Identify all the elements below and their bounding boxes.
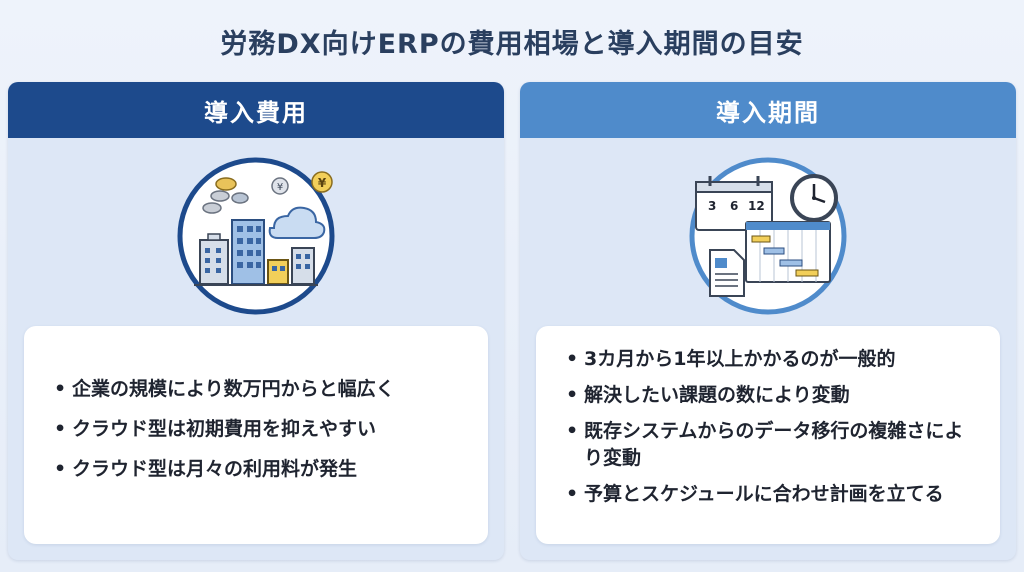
coin-icon bbox=[231, 192, 249, 204]
coin-icon bbox=[210, 190, 230, 202]
calendar-icon: 3 6 12 bbox=[695, 176, 773, 231]
svg-text:6: 6 bbox=[730, 199, 738, 213]
cost-panel-heading: 導入費用 bbox=[8, 82, 504, 138]
cloud-icon bbox=[268, 206, 326, 239]
cost-bullet-list: 企業の規模により数万円からと幅広く クラウド型は初期費用を抑えやすい クラウド型… bbox=[50, 376, 395, 496]
gantt-chart-icon bbox=[745, 221, 831, 283]
building-icon bbox=[267, 259, 289, 285]
svg-text:3: 3 bbox=[708, 199, 716, 213]
schedule-illustration-svg: 3 6 12 bbox=[689, 157, 847, 315]
list-item: 解決したい課題の数により変動 bbox=[562, 382, 982, 409]
clock-icon bbox=[790, 174, 838, 222]
period-panel: 導入期間 3 6 12 bbox=[520, 82, 1016, 560]
building-icon bbox=[291, 247, 315, 285]
cost-illustration: ¥ ¥ bbox=[176, 156, 336, 316]
cost-panel: 導入費用 ¥ ¥ bbox=[8, 82, 504, 560]
svg-text:12: 12 bbox=[748, 199, 765, 213]
coin-icon bbox=[202, 202, 222, 214]
svg-text:¥: ¥ bbox=[277, 182, 283, 193]
list-item: 予算とスケジュールに合わせ計画を立てる bbox=[562, 481, 982, 508]
period-bullet-card: 3カ月から1年以上かかるのが一般的 解決したい課題の数により変動 既存システムか… bbox=[536, 326, 1000, 544]
list-item: クラウド型は月々の利用料が発生 bbox=[50, 456, 395, 483]
period-panel-heading: 導入期間 bbox=[520, 82, 1016, 138]
page-title: 労務DX向けERPの費用相場と導入期間の目安 bbox=[220, 29, 804, 60]
building-icon bbox=[199, 239, 229, 285]
schedule-illustration: 3 6 12 bbox=[688, 156, 848, 316]
cost-illustration-svg: ¥ ¥ bbox=[177, 157, 335, 315]
period-bullet-list: 3カ月から1年以上かかるのが一般的 解決したい課題の数により変動 既存システムか… bbox=[562, 346, 982, 517]
list-item: 企業の規模により数万円からと幅広く bbox=[50, 376, 395, 403]
cost-bullet-card: 企業の規模により数万円からと幅広く クラウド型は初期費用を抑えやすい クラウド型… bbox=[24, 326, 488, 544]
list-item: クラウド型は初期費用を抑えやすい bbox=[50, 416, 395, 443]
yen-coin-icon bbox=[311, 171, 333, 193]
list-item: 既存システムからのデータ移行の複雑さにより変動 bbox=[562, 418, 982, 472]
document-icon bbox=[709, 249, 745, 297]
svg-text:¥: ¥ bbox=[318, 176, 327, 190]
yen-coin-icon bbox=[271, 177, 289, 195]
coin-icon bbox=[215, 177, 237, 191]
list-item: 3カ月から1年以上かかるのが一般的 bbox=[562, 346, 982, 373]
